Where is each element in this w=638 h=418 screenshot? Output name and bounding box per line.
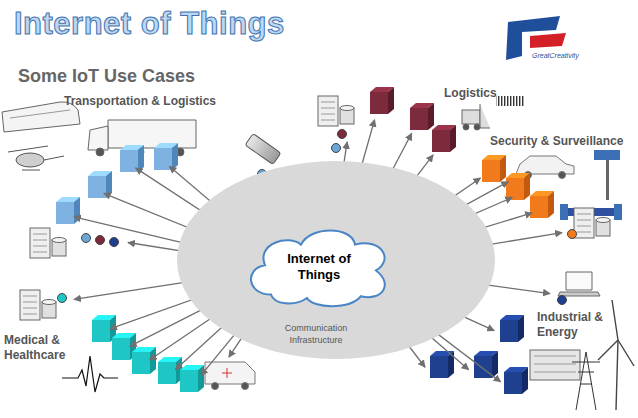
helicopter-icon: [8, 146, 64, 170]
subtitle: Some IoT Use Cases: [18, 66, 195, 87]
device-cube: [430, 351, 454, 378]
server-icon: [318, 96, 354, 126]
group-label: Transportation & Logistics: [64, 94, 216, 108]
status-dot: [332, 144, 341, 153]
ambulance-icon: [205, 362, 255, 390]
group-label: Industrial & Energy: [537, 310, 611, 340]
title: Internet of Things: [14, 6, 285, 42]
device-cube: [56, 197, 80, 224]
barcode: [496, 96, 524, 106]
node-label: Internet of Things: [274, 251, 364, 283]
device-cube: [120, 145, 144, 172]
device-cube: [504, 367, 528, 394]
device-cube: [530, 191, 554, 218]
status-dot: [96, 236, 105, 245]
group-label: Logistics: [444, 86, 497, 100]
region-label: Communication Infrastructure: [271, 322, 361, 346]
tablet-icon: [245, 134, 281, 165]
server-icon: [20, 290, 56, 320]
device-cube: [500, 315, 524, 342]
device-cube: [506, 173, 530, 200]
device-cube: [158, 357, 182, 384]
laptop-icon: [558, 272, 600, 296]
logo-text: GreatCreativity: [532, 52, 579, 59]
status-dot: [110, 238, 119, 247]
wind-turbine: [598, 300, 634, 410]
device-cube: [180, 365, 204, 392]
device-cube: [154, 143, 178, 170]
status-dot: [58, 294, 67, 303]
server-icon: [30, 228, 66, 258]
network-region: Communication Infrastructure Internet of …: [176, 160, 496, 360]
device-cube: [132, 347, 156, 374]
device-cube: [88, 171, 112, 198]
ecg-line: [62, 356, 118, 392]
device-cube: [432, 125, 456, 152]
cloud-node: Internet of Things: [244, 224, 394, 310]
group-label: Security & Surveillance: [490, 134, 623, 148]
pylon-icon: [572, 352, 600, 410]
camera-icon: [594, 150, 620, 200]
device-cube: [410, 103, 434, 130]
status-dot: [338, 130, 347, 139]
factory-icon: [530, 350, 580, 380]
server-icon: [574, 208, 610, 238]
device-cube: [482, 155, 506, 182]
group-label: Medical & Healthcare: [4, 333, 74, 363]
status-dot: [82, 234, 91, 243]
forklift-icon: [462, 104, 490, 130]
status-dot: [568, 230, 577, 239]
status-dot: [558, 296, 567, 305]
device-cube: [370, 87, 394, 114]
